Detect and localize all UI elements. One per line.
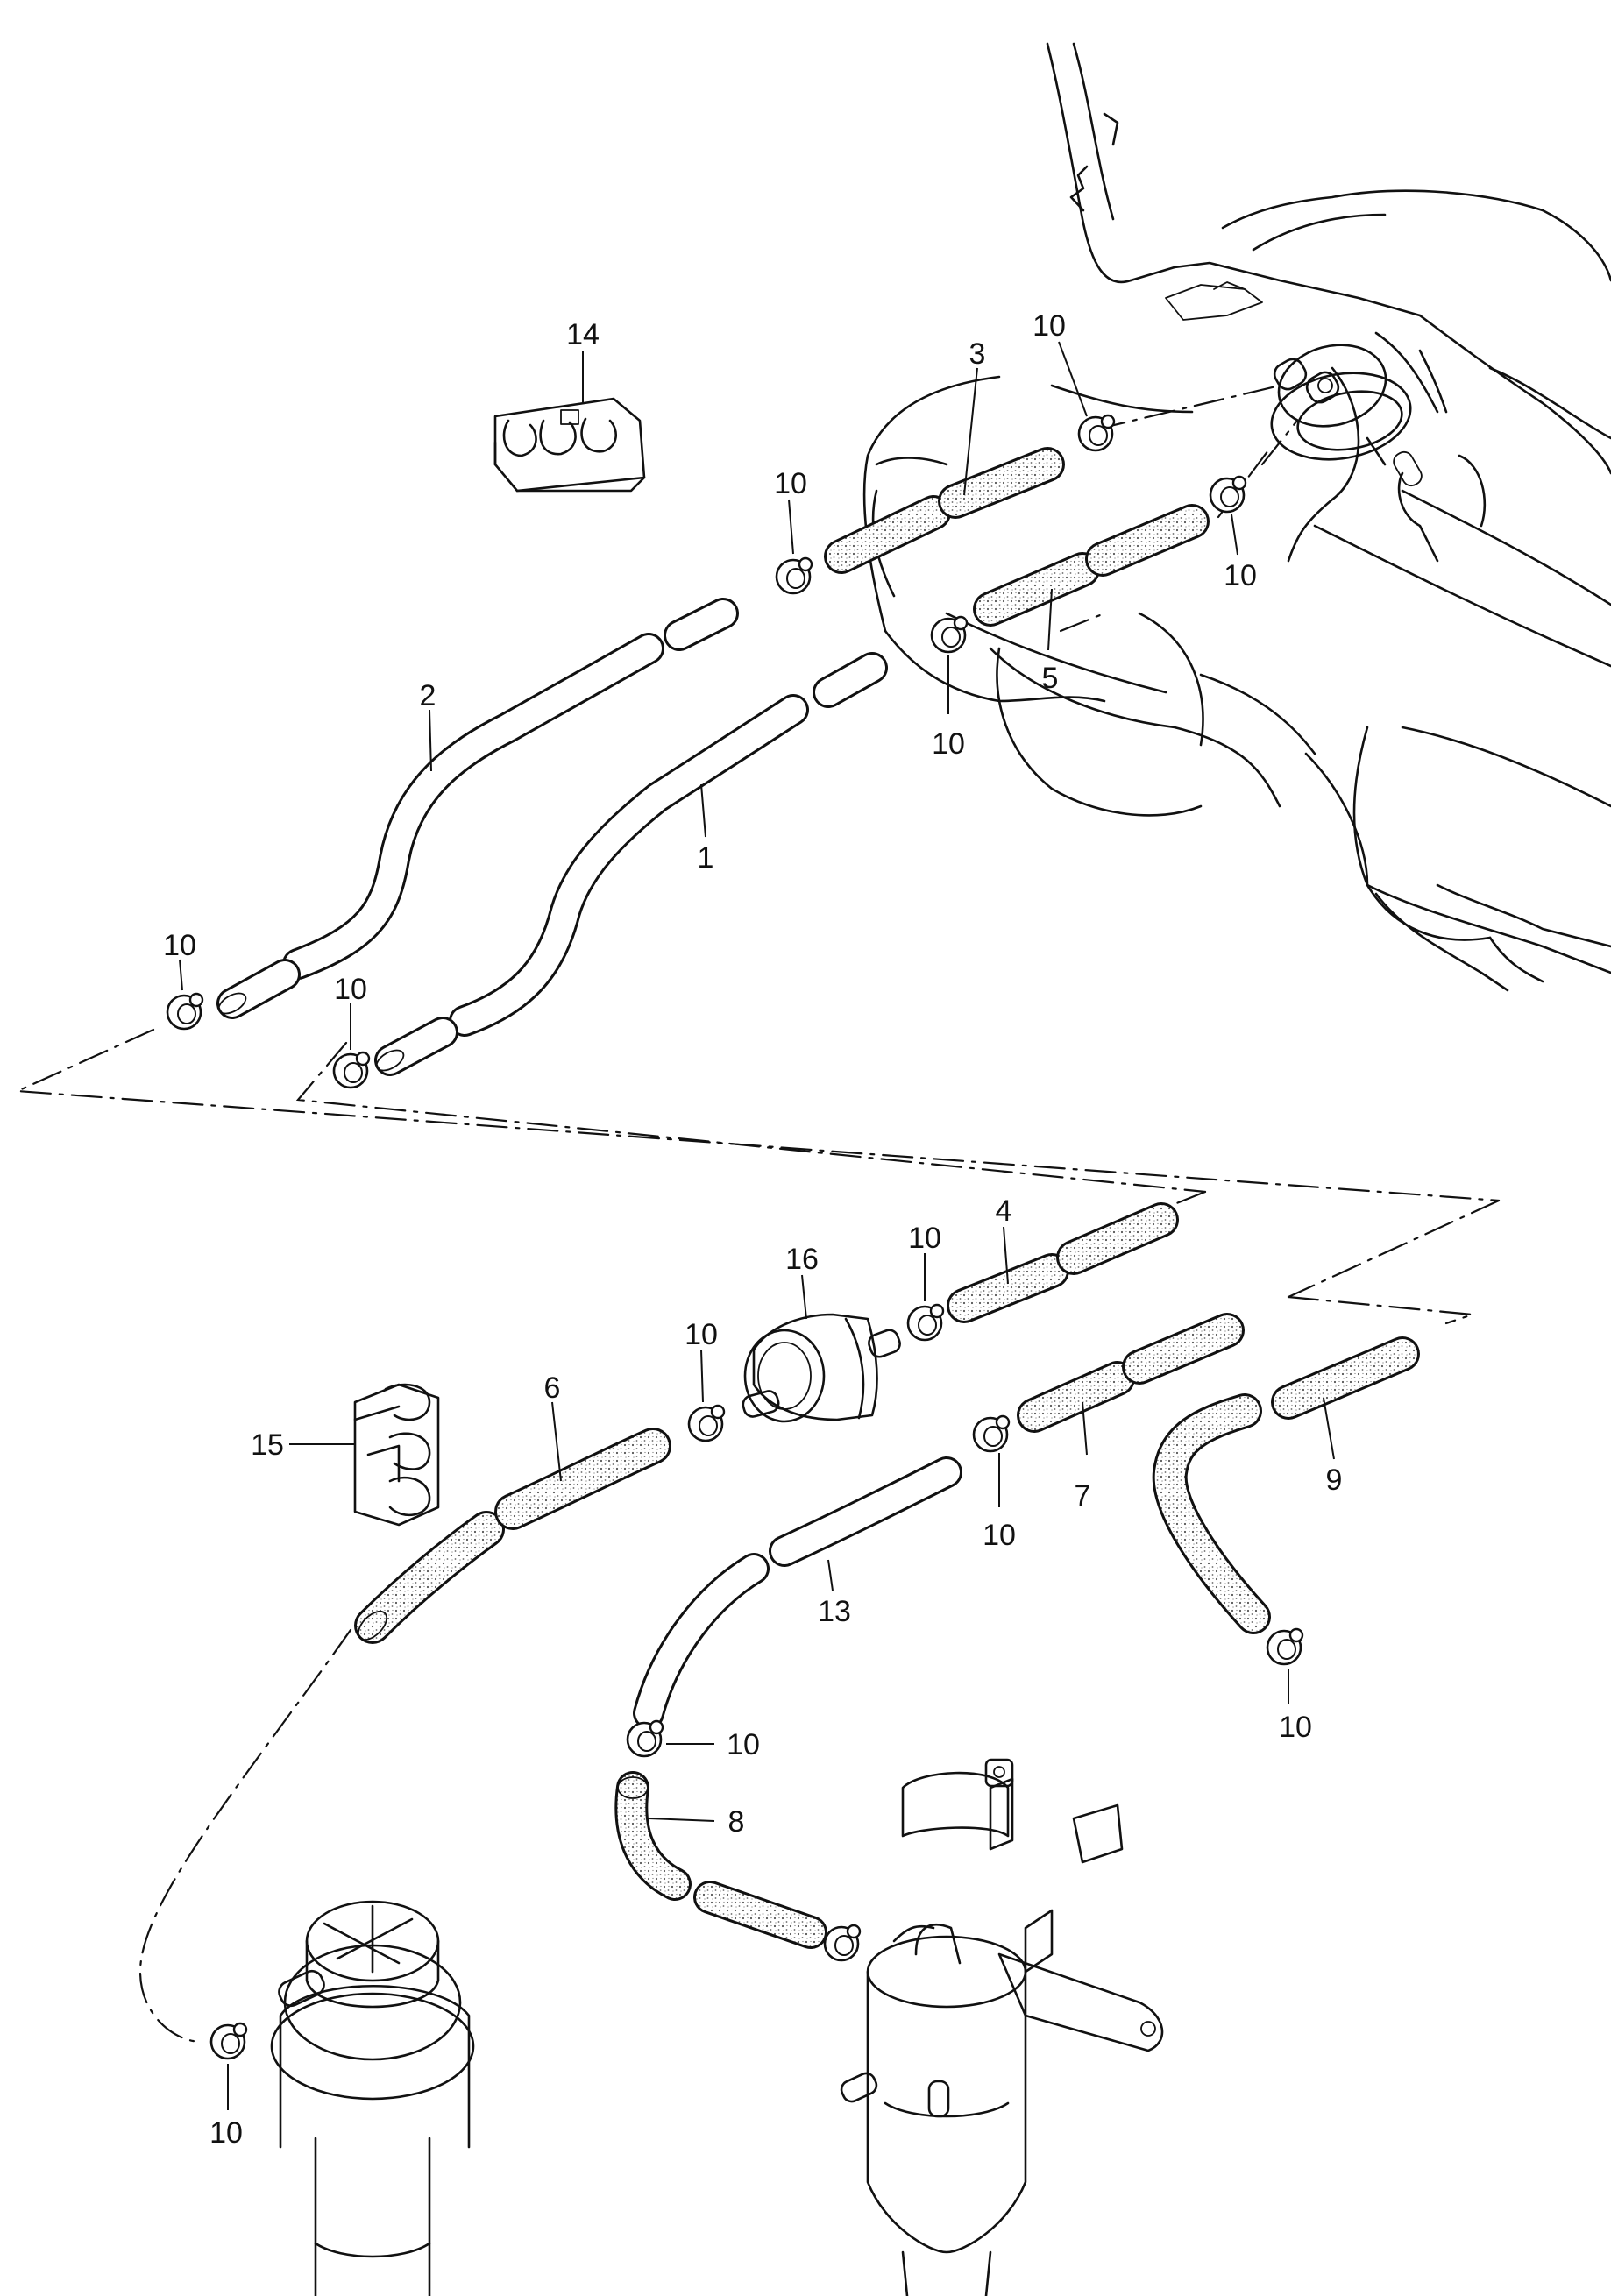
line-clip-15: [353, 1383, 440, 1527]
tank-fitting: [1273, 344, 1387, 428]
callout-10-h: 10: [685, 1318, 718, 1351]
callout-10-j: 10: [1279, 1711, 1312, 1744]
hose-4: [947, 1202, 1179, 1323]
hose-3: [824, 447, 1065, 574]
callout-10-g: 10: [908, 1222, 941, 1255]
hose-7: [1017, 1313, 1245, 1433]
callout-3: 3: [969, 337, 986, 371]
callout-6: 6: [544, 1371, 561, 1405]
hose-1: [374, 652, 888, 1076]
callout-2: 2: [420, 679, 436, 712]
callout-10-k: 10: [727, 1728, 760, 1761]
callout-10-e: 10: [163, 929, 196, 962]
callout-7: 7: [1075, 1479, 1091, 1513]
callout-4: 4: [996, 1194, 1012, 1228]
callout-14: 14: [566, 318, 600, 351]
fuel-filter-16: [742, 1313, 901, 1423]
callout-10-b: 10: [774, 467, 807, 500]
callout-16: 16: [785, 1243, 819, 1276]
pressure-regulator: [270, 1900, 475, 2296]
hose-9: [1152, 1336, 1420, 1634]
callout-9: 9: [1326, 1463, 1343, 1497]
fuel-tank-outline: [862, 42, 1611, 992]
hose-13: [633, 1456, 962, 1729]
hose-5: [973, 504, 1210, 627]
callout-5: 5: [1042, 662, 1059, 695]
callout-13: 13: [818, 1595, 851, 1628]
callout-1: 1: [698, 841, 714, 875]
callout-10-c: 10: [1224, 559, 1257, 592]
leader-lines: [179, 341, 1335, 2110]
hose-8: [614, 1771, 827, 1949]
callout-10-f: 10: [334, 973, 367, 1006]
callout-10-a: 10: [1033, 309, 1066, 343]
fuel-filter-canister: [840, 1758, 1164, 2296]
callout-15: 15: [251, 1428, 284, 1462]
assembly-guide-lines: [17, 384, 1501, 2044]
hose-2: [216, 598, 739, 1019]
callout-labels: 14 10 3 10 10 5 10 2 1 10 10 4 10 16 10 …: [163, 309, 1342, 2150]
line-clip-14: [493, 397, 646, 493]
callout-10-i: 10: [983, 1519, 1016, 1552]
callout-8: 8: [728, 1805, 745, 1839]
callout-10-l: 10: [209, 2116, 243, 2150]
callout-10-d: 10: [932, 727, 965, 761]
hose-6: [354, 1428, 671, 1644]
